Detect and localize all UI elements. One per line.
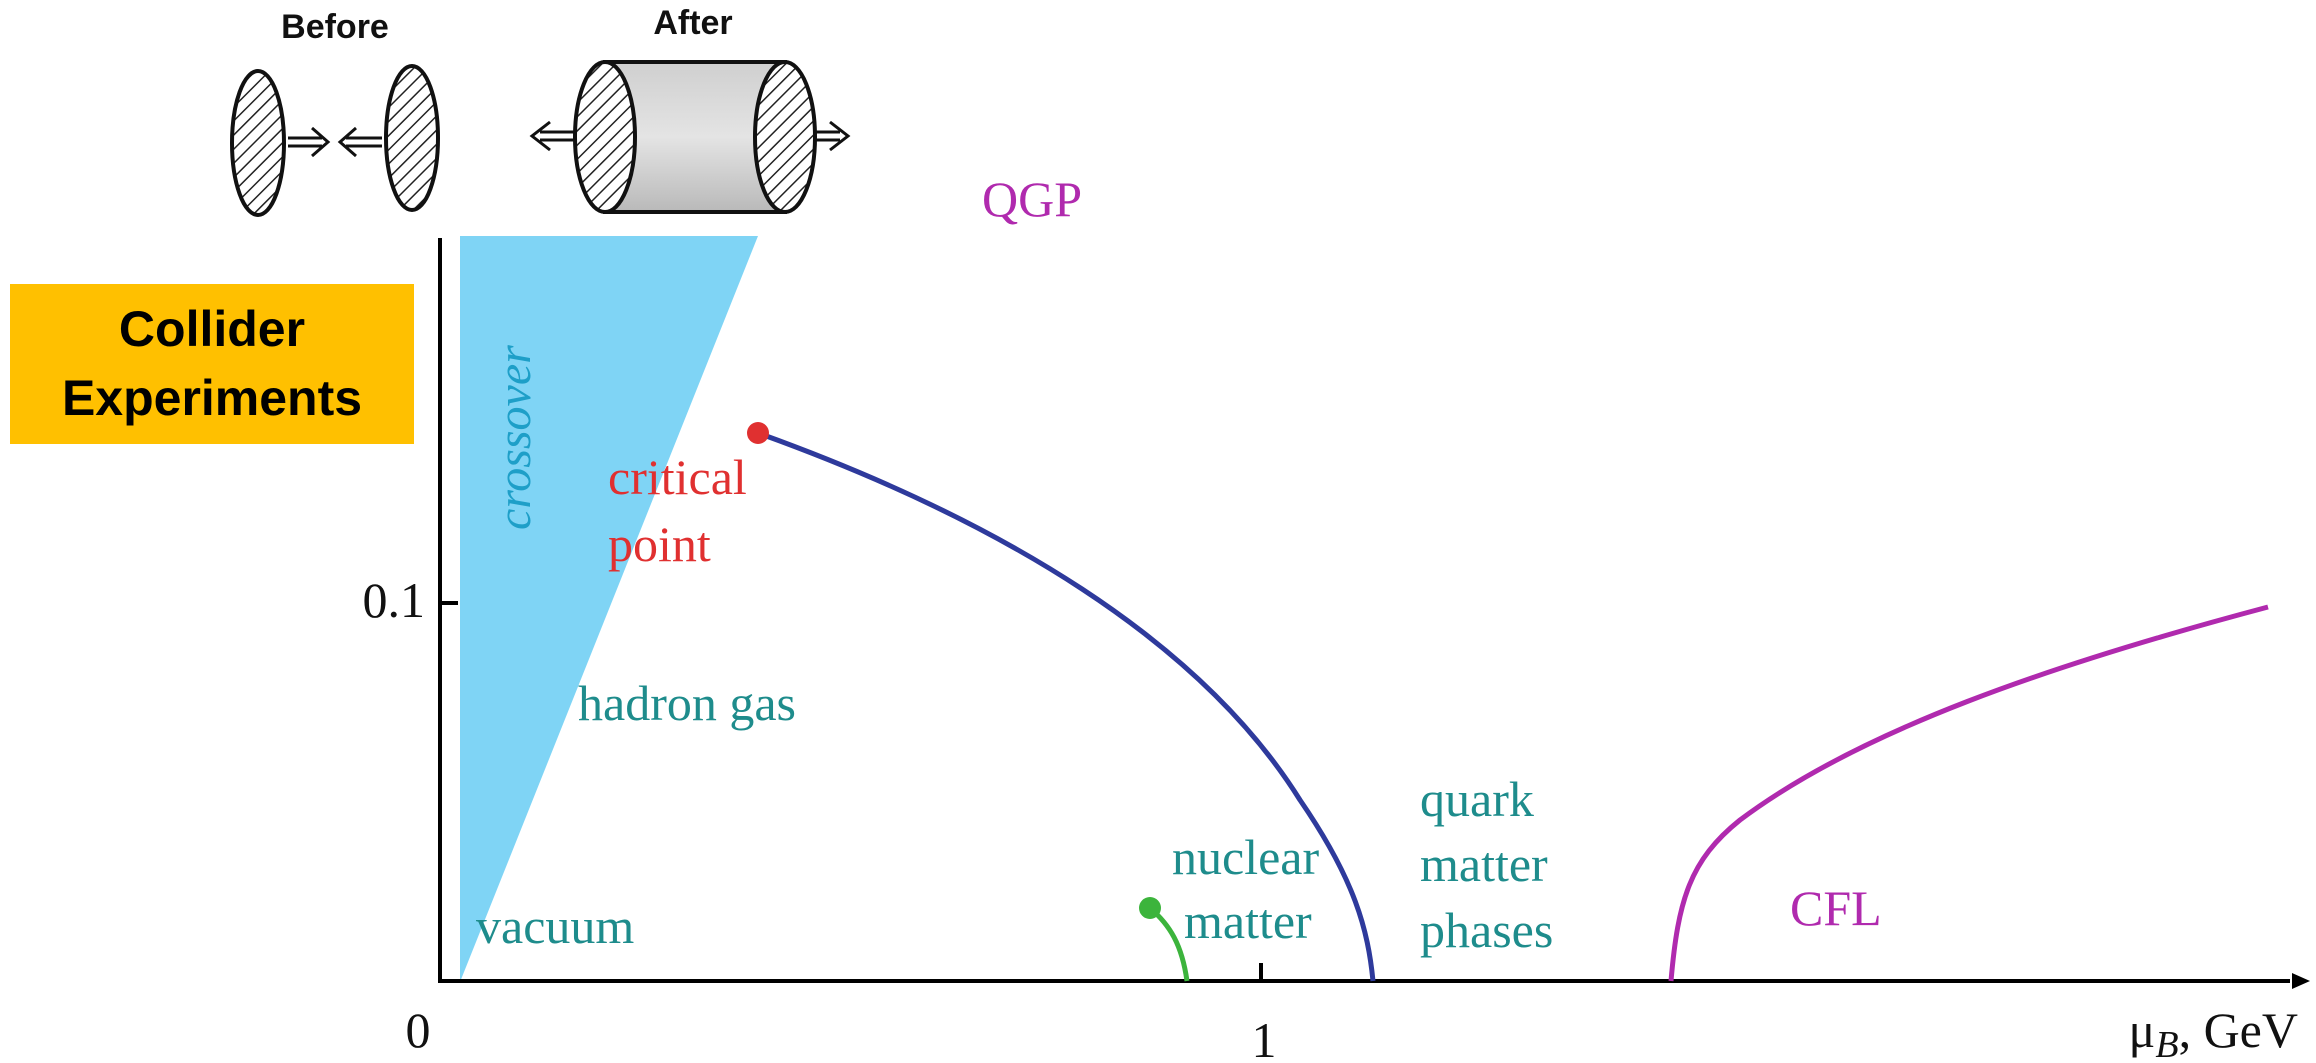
before-label: Before bbox=[281, 8, 389, 46]
x-axis-label: μB, GeV bbox=[2129, 1002, 2298, 1063]
quark-matter-label-line-2: matter bbox=[1420, 836, 1548, 892]
nuclear-matter-label-line-2: matter bbox=[1184, 893, 1312, 949]
left-arrow-icon bbox=[337, 126, 382, 158]
right-arrow-icon bbox=[288, 126, 331, 158]
outgoing-left-arrow-icon bbox=[529, 120, 575, 152]
critical-point-label-line-2: point bbox=[608, 516, 711, 572]
badge-line-1: Collider bbox=[119, 301, 305, 357]
x-tick-label: 1 bbox=[1252, 1012, 1277, 1063]
cfl-label: CFL bbox=[1790, 880, 1882, 936]
nuclear-liquid-gas-line bbox=[1148, 906, 1190, 982]
nuclear-matter-label-line-1: nuclear bbox=[1172, 829, 1319, 885]
x-axis-label-subscript: B bbox=[2155, 1024, 2178, 1063]
x-axis-label-unit: , GeV bbox=[2179, 1002, 2298, 1058]
origin-label: 0 bbox=[406, 1002, 431, 1058]
x-axis-arrowhead-icon bbox=[2292, 973, 2310, 989]
qgp-label: QGP bbox=[982, 171, 1082, 227]
y-tick-label: 0.1 bbox=[363, 572, 426, 628]
vacuum-label: vacuum bbox=[476, 898, 634, 954]
nuclear-endpoint-marker bbox=[1139, 897, 1161, 919]
quark-matter-label-line-1: quark bbox=[1420, 771, 1534, 827]
after-collision-graphic bbox=[529, 60, 851, 214]
badge-line-2: Experiments bbox=[62, 370, 362, 426]
crossover-region bbox=[460, 236, 758, 982]
cylinder-left-end bbox=[573, 60, 637, 214]
collider-experiments-badge bbox=[10, 284, 414, 444]
crossover-label: crossover bbox=[488, 345, 541, 530]
hadron-gas-label: hadron gas bbox=[578, 675, 796, 731]
left-nucleus-disk bbox=[230, 69, 286, 217]
before-collision-graphic bbox=[230, 64, 440, 217]
cfl-boundary-line bbox=[1668, 604, 2269, 982]
critical-point-label-line-1: critical bbox=[608, 449, 747, 505]
cylinder-right-end bbox=[753, 60, 817, 214]
x-axis-label-symbol: μ bbox=[2129, 1002, 2156, 1058]
outgoing-right-arrow-icon bbox=[815, 120, 851, 152]
right-nucleus-disk bbox=[384, 64, 440, 212]
critical-point-marker bbox=[747, 422, 769, 444]
quark-matter-label-line-3: phases bbox=[1420, 902, 1553, 958]
first-order-line bbox=[757, 430, 1376, 982]
after-label: After bbox=[653, 4, 732, 42]
